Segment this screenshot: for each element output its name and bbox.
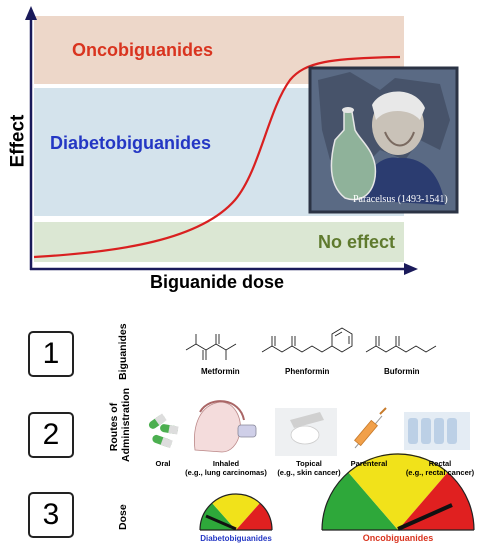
phenformin-structure [261,327,353,353]
drug-metformin: Metformin [201,367,240,376]
step-number-3: 3 [28,492,74,538]
band-label-diabetobiguanides: Diabetobiguanides [50,133,212,153]
step-number-1: 1 [28,331,74,377]
paracelsus-portrait [308,66,459,214]
row-label-biguanides: Biguanides [117,323,129,380]
gauge-small [199,493,273,531]
drug-buformin: Buformin [384,367,420,376]
gauge-label-oncobiguanides: Oncobiguanides [362,533,434,543]
x-axis-arrow [404,263,418,275]
gauge-small-needle [205,514,237,531]
gauge-large [321,453,475,531]
row-label-dose: Dose [117,504,129,530]
syringe-icon [354,407,387,449]
route-topical-name: Topical [296,459,322,468]
band-no-effect [34,222,404,262]
route-topical-example: (e.g., skin cancer) [277,468,341,477]
drug-phenformin: Phenformin [285,367,330,376]
step-number-2: 2 [28,412,74,458]
band-label-no-effect: No effect [318,232,396,252]
route-rectal: Rectal (e.g., rectal cancer) [396,459,484,477]
metformin-structure [185,334,237,360]
y-axis-label: Effect [7,114,29,168]
row-label-routes-line-2: Administration [120,387,132,462]
route-topical: Topical (e.g., skin cancer) [268,459,350,477]
band-label-oncobiguanides: Oncobiguanides [72,40,214,60]
row-label-routes: Routes of Administration [108,387,132,462]
y-axis-arrow [25,6,37,20]
inhaler-icon [194,400,257,453]
x-axis-label: Biguanide dose [150,272,285,292]
gauge-large-needle [397,503,453,531]
gauge-label-diabetobiguanides: Diabetobiguanides [200,534,272,543]
route-parenteral: Parenteral [342,459,396,468]
route-inhaled-name: Inhaled [212,459,240,468]
row-label-routes-line-1: Routes of [108,402,120,452]
oral-pills-icon [148,413,179,449]
topical-cream-icon [275,408,337,456]
portrait-caption: Paracelsus (1493-1541) [353,194,448,205]
buformin-structure [365,336,437,353]
dose-response-curve [33,55,401,259]
route-rectal-name: Rectal [428,459,452,468]
route-parenteral-name: Parenteral [350,459,388,468]
route-rectal-example: (e.g., rectal cancer) [405,468,475,477]
route-inhaled: Inhaled (e.g., lung carcinomas) [181,459,271,477]
route-oral-name: Oral [155,459,171,468]
suppositories-icon [404,412,470,450]
route-oral: Oral [146,459,180,468]
route-inhaled-example: (e.g., lung carcinomas) [185,468,267,477]
